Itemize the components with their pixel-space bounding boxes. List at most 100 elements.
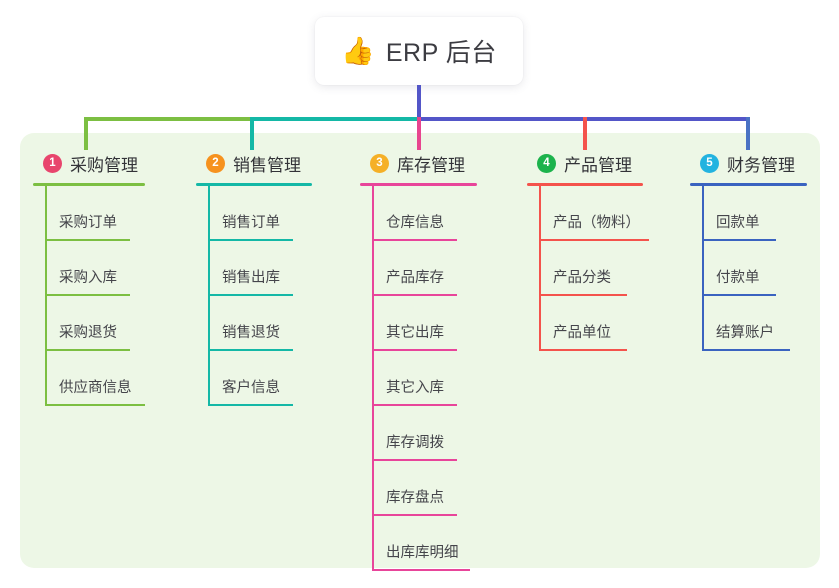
leaf-item-underline [539,349,627,351]
leaf-item-underline [372,404,457,406]
leaf-item-underline [539,294,627,296]
column-underline [527,183,643,186]
leaf-item-underline [45,349,130,351]
leaf-item[interactable]: 出库库明细 [360,516,477,571]
leaf-list: 产品（物料） 产品分类产品单位 [527,186,649,351]
leaf-item[interactable]: 销售出库 [196,241,312,296]
leaf-item-label: 采购退货 [59,325,117,341]
column-spine [208,186,210,406]
leaf-item[interactable]: 产品分类 [527,241,643,296]
column-2: 2 销售管理销售订单销售出库销售退货客户信息 [196,148,312,406]
leaf-item-label: 销售订单 [222,215,280,231]
column-title: 财务管理 [727,155,795,175]
column-underline [196,183,312,186]
leaf-item-underline [539,239,649,241]
leaf-item-label: 回款单 [716,215,760,231]
leaf-item-label: 产品单位 [553,325,611,341]
column-spine [372,186,374,571]
leaf-item-underline [208,404,293,406]
column-header-5[interactable]: 5 财务管理 [690,148,807,178]
column-underline [690,183,807,186]
leaf-item-underline [372,239,457,241]
leaf-item-label: 库存调拨 [386,435,444,451]
leaf-item[interactable]: 结算账户 [690,296,807,351]
leaf-item-label: 产品库存 [386,270,444,286]
root-node[interactable]: 👍 ERP 后台 [315,17,523,85]
leaf-item[interactable]: 产品（物料） [527,186,649,241]
column-header-1[interactable]: 1 采购管理 [33,148,145,178]
leaf-item[interactable]: 采购退货 [33,296,145,351]
leaf-item-label: 付款单 [716,270,760,286]
leaf-item-underline [372,569,470,571]
leaf-item[interactable]: 采购订单 [33,186,145,241]
leaf-item-label: 库存盘点 [386,490,444,506]
leaf-item-underline [372,349,457,351]
leaf-item-label: 出库库明细 [386,545,459,561]
column-spine [702,186,704,351]
leaf-item-underline [702,349,790,351]
leaf-item-underline [45,239,130,241]
leaf-item-label: 客户信息 [222,380,280,396]
leaf-item-underline [45,294,130,296]
leaf-item-underline [702,239,776,241]
leaf-list: 采购订单采购入库采购退货供应商信息 [33,186,145,406]
leaf-item[interactable]: 客户信息 [196,351,312,406]
column-header-3[interactable]: 3 库存管理 [360,148,477,178]
leaf-item-underline [208,349,293,351]
leaf-item-label: 产品（物料） [553,215,640,231]
leaf-item[interactable]: 采购入库 [33,241,145,296]
leaf-item-underline [45,404,145,406]
leaf-item[interactable]: 仓库信息 [360,186,477,241]
column-5: 5 财务管理回款单付款单结算账户 [690,148,807,351]
leaf-item-label: 结算账户 [716,325,774,341]
leaf-list: 仓库信息产品库存其它出库其它入库库存调拨库存盘点出库库明细 [360,186,477,571]
leaf-item-label: 采购入库 [59,270,117,286]
leaf-item-label: 销售出库 [222,270,280,286]
leaf-item-label: 仓库信息 [386,215,444,231]
leaf-item[interactable]: 付款单 [690,241,807,296]
leaf-item[interactable]: 库存调拨 [360,406,477,461]
root-title: ERP 后台 [385,39,497,67]
leaf-item[interactable]: 其它入库 [360,351,477,406]
leaf-item[interactable]: 供应商信息 [33,351,145,406]
leaf-item-label: 其它出库 [386,325,444,341]
leaf-item[interactable]: 库存盘点 [360,461,477,516]
leaf-item[interactable]: 其它出库 [360,296,477,351]
leaf-item-label: 其它入库 [386,380,444,396]
leaf-item[interactable]: 产品单位 [527,296,643,351]
column-3: 3 库存管理仓库信息产品库存其它出库其它入库库存调拨库存盘点出库库明细 [360,148,477,571]
leaf-item-underline [372,514,457,516]
leaf-item-underline [208,294,293,296]
number-badge-icon: 3 [370,153,389,173]
column-header-2[interactable]: 2 销售管理 [196,148,312,178]
column-spine [539,186,541,351]
leaf-item[interactable]: 回款单 [690,186,807,241]
leaf-item-underline [208,239,293,241]
leaf-item-underline [702,294,776,296]
leaf-item-label: 销售退货 [222,325,280,341]
leaf-item-label: 产品分类 [553,270,611,286]
column-1: 1 采购管理采购订单采购入库采购退货供应商信息 [33,148,145,406]
column-underline [360,183,477,186]
leaf-item[interactable]: 产品库存 [360,241,477,296]
leaf-item[interactable]: 销售退货 [196,296,312,351]
thumbs-up-icon: 👍 [341,35,375,66]
leaf-item-underline [372,459,457,461]
column-title: 采购管理 [70,155,138,175]
leaf-item[interactable]: 销售订单 [196,186,312,241]
leaf-item-label: 供应商信息 [59,380,132,396]
column-title: 库存管理 [397,155,465,175]
number-badge-icon: 1 [43,153,62,173]
leaf-item-label: 采购订单 [59,215,117,231]
leaf-list: 回款单付款单结算账户 [690,186,807,351]
number-badge-icon: 5 [700,153,719,173]
column-title: 销售管理 [233,155,301,175]
column-title: 产品管理 [564,155,632,175]
leaf-list: 销售订单销售出库销售退货客户信息 [196,186,312,406]
number-badge-icon: 2 [206,153,225,173]
column-spine [45,186,47,406]
column-underline [33,183,145,186]
